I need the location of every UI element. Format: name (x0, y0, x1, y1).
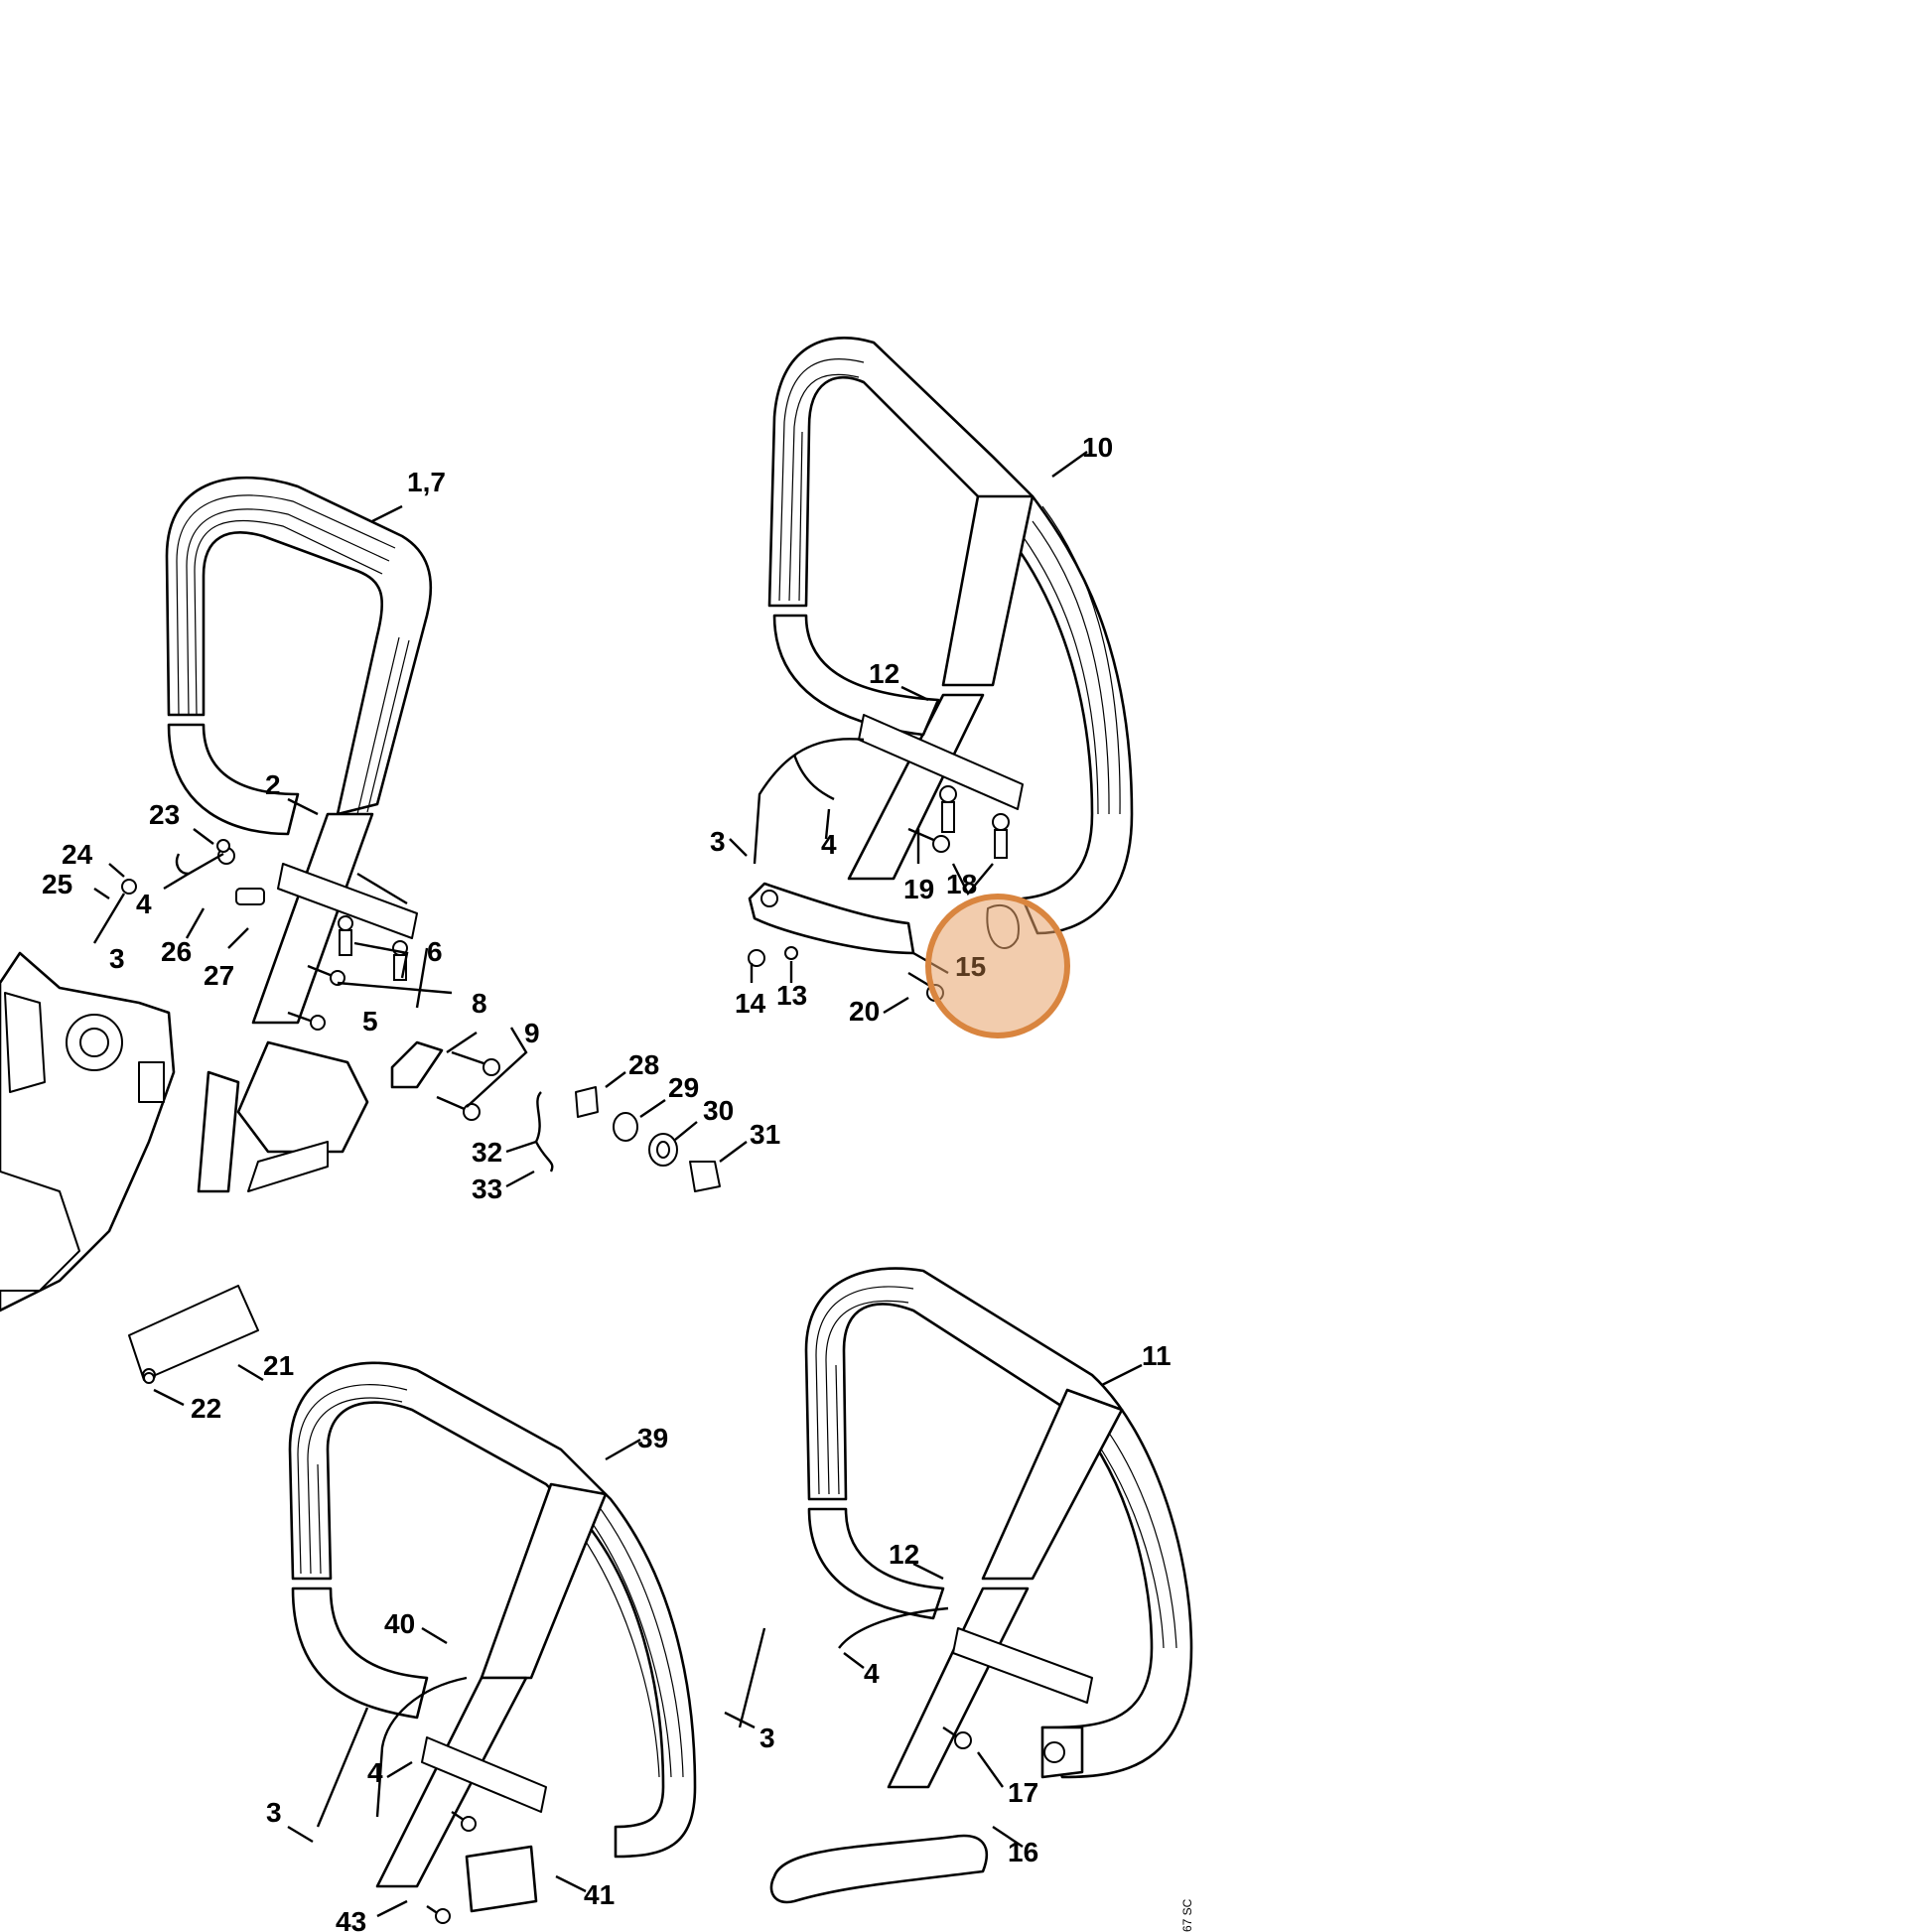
callout-24: 24 (62, 839, 93, 870)
leader-lines (93, 451, 1143, 1918)
callout-40: 40 (384, 1608, 415, 1639)
callout-43: 43 (336, 1906, 366, 1932)
handlebar-11 (738, 1267, 1193, 1904)
callout-29: 29 (668, 1072, 699, 1103)
callout-labels: 1,7 2 3 3 3 3 4 4 4 4 5 6 8 9 10 11 12 1… (42, 432, 1172, 1932)
callout-4: 4 (821, 829, 837, 860)
callout-16: 16 (1008, 1837, 1038, 1867)
callout-33: 33 (472, 1173, 502, 1204)
callout-3: 3 (710, 826, 726, 857)
callout-4: 4 (864, 1658, 880, 1689)
callout-27: 27 (204, 960, 234, 991)
callout-14: 14 (735, 988, 766, 1019)
callout-11: 11 (1142, 1340, 1172, 1371)
callout-30: 30 (703, 1095, 734, 1126)
drawing-code: 67 SC (1180, 1898, 1194, 1932)
callout-3: 3 (759, 1723, 775, 1753)
handlebar-39 (288, 1361, 697, 1913)
callout-1-7: 1,7 (407, 467, 446, 497)
callout-20: 20 (849, 996, 880, 1027)
callout-13: 13 (776, 980, 807, 1011)
handlebar-10 (748, 337, 1134, 955)
callout-12: 12 (869, 658, 899, 689)
handlebar-1-7 (165, 476, 433, 1025)
callout-25: 25 (42, 869, 72, 899)
callout-32: 32 (472, 1137, 502, 1168)
highlight-circle (925, 894, 1070, 1038)
callout-28: 28 (628, 1049, 659, 1080)
callout-3: 3 (266, 1797, 282, 1828)
callout-2: 2 (265, 769, 281, 800)
callout-4: 4 (136, 889, 152, 919)
callout-9: 9 (524, 1018, 540, 1048)
callout-23: 23 (149, 799, 180, 830)
callout-6: 6 (427, 936, 443, 967)
callout-3: 3 (109, 943, 125, 974)
callout-10: 10 (1082, 432, 1113, 463)
callout-22: 22 (191, 1393, 221, 1424)
callout-19: 19 (903, 874, 934, 904)
callout-4: 4 (367, 1757, 383, 1788)
callout-39: 39 (637, 1423, 668, 1453)
callout-21: 21 (263, 1350, 294, 1381)
callout-12: 12 (889, 1539, 919, 1570)
callout-5: 5 (362, 1006, 378, 1036)
callout-26: 26 (161, 936, 192, 967)
callout-31: 31 (750, 1119, 780, 1150)
callout-8: 8 (472, 988, 487, 1019)
callout-15: 15 (955, 951, 986, 982)
callout-17: 17 (1008, 1777, 1038, 1808)
saw-body (0, 951, 369, 1382)
callout-41: 41 (584, 1879, 615, 1910)
callout-18: 18 (946, 869, 977, 899)
small-parts (92, 785, 1010, 1924)
